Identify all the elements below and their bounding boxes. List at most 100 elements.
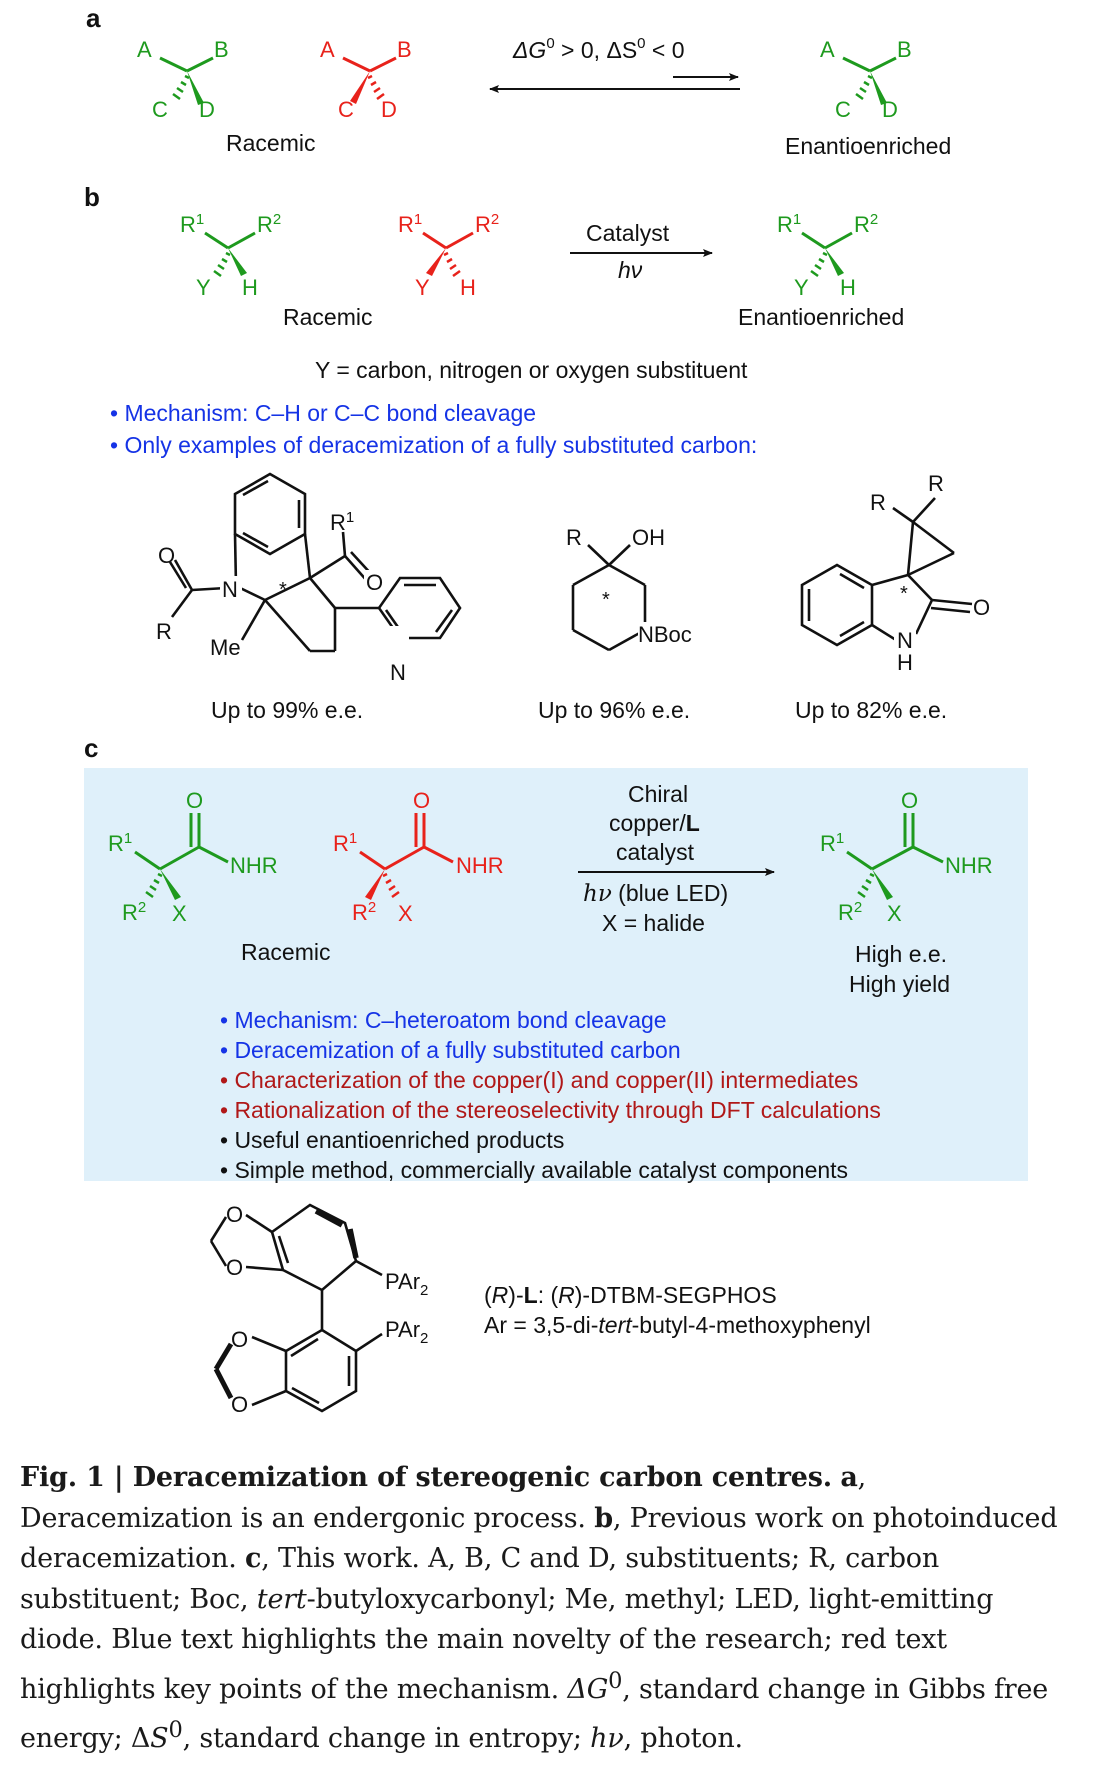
atom-R1: R1 xyxy=(108,830,132,856)
example-2-atoms: R OH * NBoc xyxy=(566,525,708,648)
atom-H: H xyxy=(840,275,856,300)
ligand-ar-definition: Ar = 3,5-di-tert-butyl-4-methoxyphenyl xyxy=(484,1312,871,1338)
high-ee: High e.e. xyxy=(855,941,947,967)
ligand-atoms: O O O O PAr2 PAr2 xyxy=(226,1202,428,1417)
atom-H: H xyxy=(897,650,913,675)
panel-b-catalyst: Catalyst xyxy=(586,220,670,246)
panel-b-bullet-2: • Only examples of deracemization of a f… xyxy=(110,432,757,458)
atom-C: C xyxy=(835,97,851,122)
panel-c-bullets: • Mechanism: C–heteroatom bond cleavage •… xyxy=(220,1007,881,1183)
atom-PAr2: PAr2 xyxy=(385,1317,428,1347)
atom-R: R xyxy=(928,471,944,496)
atom-N: N xyxy=(222,577,238,602)
ligand-name: (R)-L: (R)-DTBM-SEGPHOS xyxy=(484,1282,777,1308)
atom-B: B xyxy=(897,37,912,62)
atom-R2: R2 xyxy=(352,899,376,925)
atom-O: O xyxy=(973,595,990,620)
example-3-atoms: R R * O N H xyxy=(870,471,990,675)
atom-N: N xyxy=(897,628,913,653)
caption-tert: tert xyxy=(256,1583,307,1615)
atom-O: O xyxy=(186,788,203,813)
atom-A: A xyxy=(820,37,835,62)
atom-O: O xyxy=(366,570,383,595)
atom-NHR: NHR xyxy=(230,853,278,878)
caption-dS-text: , standard change in entropy; xyxy=(182,1723,591,1754)
atom-R1: R1 xyxy=(330,509,354,535)
atom-Y: Y xyxy=(196,275,211,300)
panel-b-enantioenriched: Enantioenriched xyxy=(738,304,904,330)
panel-a-racemic: Racemic xyxy=(226,130,315,156)
panel-c-bullet: • Characterization of the copper(I) and … xyxy=(220,1067,858,1093)
panel-c-racemic: Racemic xyxy=(241,939,330,965)
panel-c-bullet: • Useful enantioenriched products xyxy=(220,1127,564,1153)
panel-a-label: a xyxy=(86,3,101,33)
atom-O: O xyxy=(413,788,430,813)
panel-c-molecule-green: R1 O NHR R2 X xyxy=(108,788,278,926)
panel-c-conditions: Chiral copper/L catalyst hν (blue LED) X… xyxy=(578,781,775,936)
atom-O: O xyxy=(226,1255,243,1280)
panel-c-bullet: • Mechanism: C–heteroatom bond cleavage xyxy=(220,1007,667,1033)
figure-graphic: a A B C D A B C D Racemic ΔG0 > 0, ΔS0 <… xyxy=(84,3,1028,1417)
atom-D: D xyxy=(199,97,215,122)
panel-b: b R1 R2 Y H R1 R2 Y H Racemic Catalyst h… xyxy=(84,182,990,723)
atom-X: X xyxy=(172,901,187,926)
caption-b-label: b xyxy=(594,1502,613,1534)
atom-O: O xyxy=(231,1392,248,1417)
atom-R: R xyxy=(566,525,582,550)
atom-R2: R2 xyxy=(475,211,499,237)
atom-R2: R2 xyxy=(122,899,146,925)
atom-R2: R2 xyxy=(838,899,862,925)
caption-sup: 0 xyxy=(168,1717,183,1743)
atom-Y: Y xyxy=(415,275,430,300)
example-3-ee: Up to 82% e.e. xyxy=(795,697,947,723)
atom-NHR: NHR xyxy=(456,853,504,878)
panel-c-bullet: • Rationalization of the stereoselectivi… xyxy=(220,1097,881,1123)
example-2-ee: Up to 96% e.e. xyxy=(538,697,690,723)
panel-b-bullet-1: • Mechanism: C–H or C–C bond cleavage xyxy=(110,400,536,426)
atom-R1: R1 xyxy=(820,830,844,856)
atom-C: C xyxy=(152,97,168,122)
atom-O: O xyxy=(901,788,918,813)
atom-C: C xyxy=(338,97,354,122)
ligand-structure xyxy=(209,1203,383,1413)
atom-H: H xyxy=(242,275,258,300)
ligand-description: (R)-L: (R)-DTBM-SEGPHOS Ar = 3,5-di-tert… xyxy=(484,1282,871,1338)
atom-R: R xyxy=(870,490,886,515)
caption-hv: hν xyxy=(590,1723,624,1754)
atom-X: X xyxy=(887,901,902,926)
atom-NHR: NHR xyxy=(945,853,993,878)
panel-b-y-definition: Y = carbon, nitrogen or oxygen substitue… xyxy=(315,357,748,383)
atom-B: B xyxy=(397,37,412,62)
caption-b-text: , Previous work on photoinduced deracemi… xyxy=(20,1502,1058,1575)
atom-OH: OH xyxy=(632,525,665,550)
atom-A: A xyxy=(320,37,335,62)
panel-a-arrows: ΔG0 > 0, ΔS0 < 0 xyxy=(489,35,740,93)
panel-b-molecule-product: R1 R2 Y H xyxy=(777,211,878,300)
atom-H: H xyxy=(460,275,476,300)
atom-R1: R1 xyxy=(333,830,357,856)
atom-R: R xyxy=(156,619,172,644)
atom-O: O xyxy=(226,1202,243,1227)
chiral-label: Chiral xyxy=(628,781,688,807)
example-1-atoms: N O R Me * R1 O N xyxy=(156,509,409,685)
copper-label: copper/L xyxy=(609,810,700,836)
stereo-star: * xyxy=(279,579,287,601)
halide-label: X = halide xyxy=(602,910,705,936)
atom-X: X xyxy=(398,901,413,926)
caption-sup: 0 xyxy=(608,1667,623,1694)
high-yield: High yield xyxy=(849,971,950,997)
caption-hv-text: , photon. xyxy=(623,1723,744,1754)
panel-a-molecule-product: A B C D xyxy=(820,37,912,122)
atom-B: B xyxy=(214,37,229,62)
caption-dG: ΔG xyxy=(567,1673,609,1705)
caption-rest: -butyloxycarbonyl; Me, methyl; LED, ligh… xyxy=(20,1583,994,1705)
atom-A: A xyxy=(137,37,152,62)
stereo-star: * xyxy=(602,589,610,611)
caption-dG-text: , standard change in Gibbs free energy; … xyxy=(20,1673,1049,1755)
catalyst-label: catalyst xyxy=(616,839,695,865)
atom-NBoc: NBoc xyxy=(638,622,692,647)
atom-O: O xyxy=(231,1327,248,1352)
panel-b-hv: hν xyxy=(618,257,643,283)
atom-R1: R1 xyxy=(180,211,204,237)
panel-a-condition: ΔG0 > 0, ΔS0 < 0 xyxy=(512,35,685,63)
